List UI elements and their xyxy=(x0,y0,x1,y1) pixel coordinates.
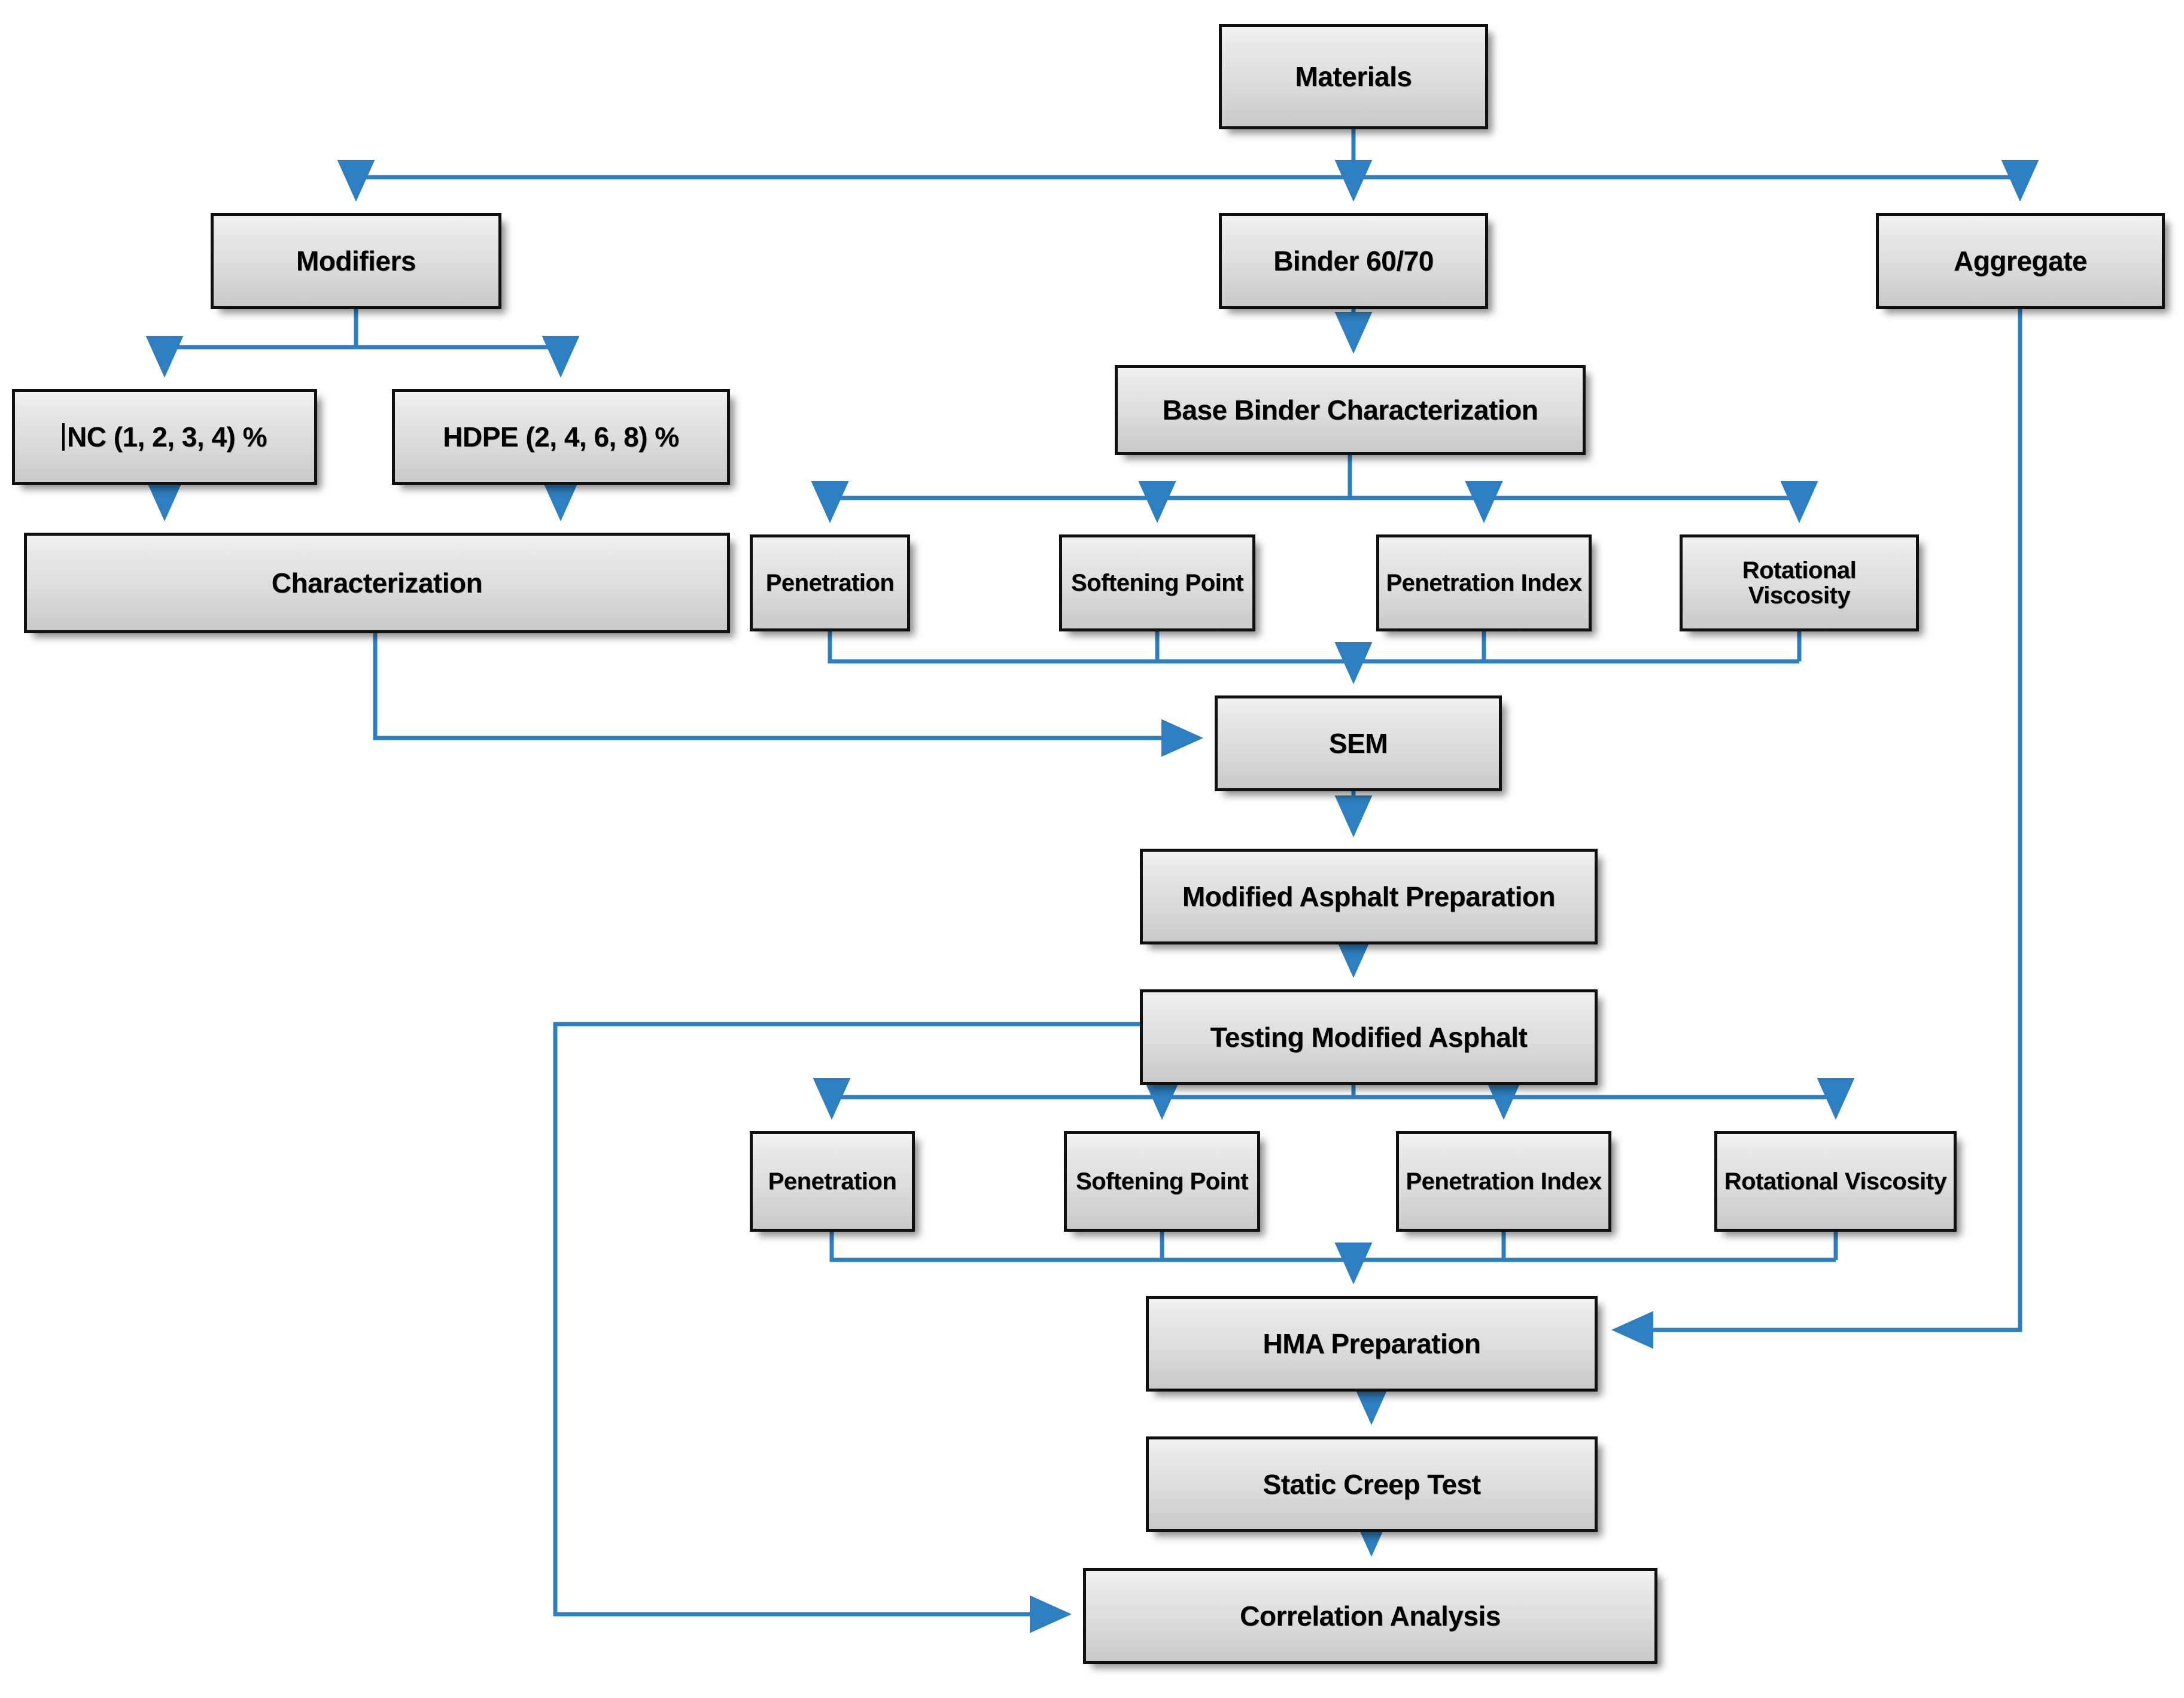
node-softening-point-base[interactable]: Softening Point xyxy=(1059,534,1255,631)
node-label: HDPE (2, 4, 6, 8) % xyxy=(443,421,679,452)
node-penetration-index-base[interactable]: Penetration Index xyxy=(1376,534,1592,631)
edge-testmod-viscosity2 xyxy=(1353,1078,1855,1120)
node-label: Penetration xyxy=(768,1168,897,1195)
node-label: Penetration Index xyxy=(1406,1168,1602,1195)
node-hma-preparation[interactable]: HMA Preparation xyxy=(1146,1296,1598,1392)
node-label: Softening Point xyxy=(1075,1168,1249,1195)
node-label: Penetration xyxy=(765,570,895,596)
node-binder-60-70[interactable]: Binder 60/70 xyxy=(1219,213,1488,309)
node-label: Correlation Analysis xyxy=(1240,1600,1501,1632)
node-label: SEM xyxy=(1328,727,1388,759)
edge-basebinder-viscosity1 xyxy=(1350,481,1818,523)
node-label: Rotational Viscosity xyxy=(1742,557,1857,609)
node-characterization[interactable]: Characterization xyxy=(24,533,730,633)
node-label: Aggregate xyxy=(1954,245,2087,277)
node-label: Penetration Index xyxy=(1386,570,1582,596)
node-rotational-viscosity-base[interactable]: Rotational Viscosity xyxy=(1680,534,1919,631)
edge-characterization-sem xyxy=(373,633,1203,757)
edge-testmod-correlation-feedback xyxy=(553,1022,1140,1633)
edge-modifiers-hdpe xyxy=(356,336,580,378)
edge-modifiers-nc xyxy=(145,309,358,378)
node-softening-point-modified[interactable]: Softening Point xyxy=(1064,1131,1260,1232)
node-correlation-analysis[interactable]: Correlation Analysis xyxy=(1083,1568,1657,1664)
node-label: Testing Modified Asphalt xyxy=(1210,1021,1528,1053)
node-modifiers[interactable]: Modifiers xyxy=(211,213,501,309)
node-label: Static Creep Test xyxy=(1263,1468,1481,1500)
edge-testmod-softening2 xyxy=(1143,1078,1353,1120)
node-label: Modified Asphalt Preparation xyxy=(1182,880,1556,912)
node-base-binder-characterization[interactable]: Base Binder Characterization xyxy=(1115,365,1586,455)
edge-testmod-penetration2 xyxy=(813,1078,1356,1120)
node-hdpe-percentages[interactable]: HDPE (2, 4, 6, 8) % xyxy=(392,389,730,485)
edge-testmod-penindex2 xyxy=(1353,1078,1523,1120)
node-penetration-base[interactable]: Penetration xyxy=(750,534,910,631)
node-label: Binder 60/70 xyxy=(1273,245,1434,277)
edge-penetration1-bus xyxy=(828,631,1799,664)
node-rotational-viscosity-modified[interactable]: Rotational Viscosity xyxy=(1714,1131,1957,1232)
node-static-creep-test[interactable]: Static Creep Test xyxy=(1146,1436,1598,1532)
node-label: Characterization xyxy=(271,567,483,599)
edge-penetration2-bus xyxy=(829,1232,1836,1262)
node-modified-asphalt-preparation[interactable]: Modified Asphalt Preparation xyxy=(1140,849,1598,944)
node-testing-modified-asphalt[interactable]: Testing Modified Asphalt xyxy=(1140,989,1598,1085)
node-materials[interactable]: Materials xyxy=(1219,24,1488,129)
node-label: NC (1, 2, 3, 4) % xyxy=(66,421,267,452)
edge-basebinder-penindex1 xyxy=(1350,481,1503,523)
node-penetration-modified[interactable]: Penetration xyxy=(750,1131,915,1232)
node-label: HMA Preparation xyxy=(1263,1328,1481,1359)
node-nc-percentages[interactable]: NC (1, 2, 3, 4) % xyxy=(12,389,317,485)
edge-materials-modifiers xyxy=(337,129,1356,202)
node-label: Materials xyxy=(1295,60,1412,92)
node-label: Rotational Viscosity xyxy=(1724,1168,1947,1195)
edge-basebinder-softening1 xyxy=(1138,481,1350,523)
node-label: Softening Point xyxy=(1070,570,1244,596)
node-aggregate[interactable]: Aggregate xyxy=(1876,213,2165,309)
node-sem[interactable]: SEM xyxy=(1215,695,1502,791)
text-caret-icon xyxy=(62,423,65,451)
node-label: Base Binder Characterization xyxy=(1162,394,1538,426)
edge-basebinder-penetration1 xyxy=(811,455,1352,523)
node-penetration-index-modified[interactable]: Penetration Index xyxy=(1396,1131,1611,1232)
node-label: Modifiers xyxy=(296,245,416,277)
edge-materials-aggregate xyxy=(1353,160,2039,202)
